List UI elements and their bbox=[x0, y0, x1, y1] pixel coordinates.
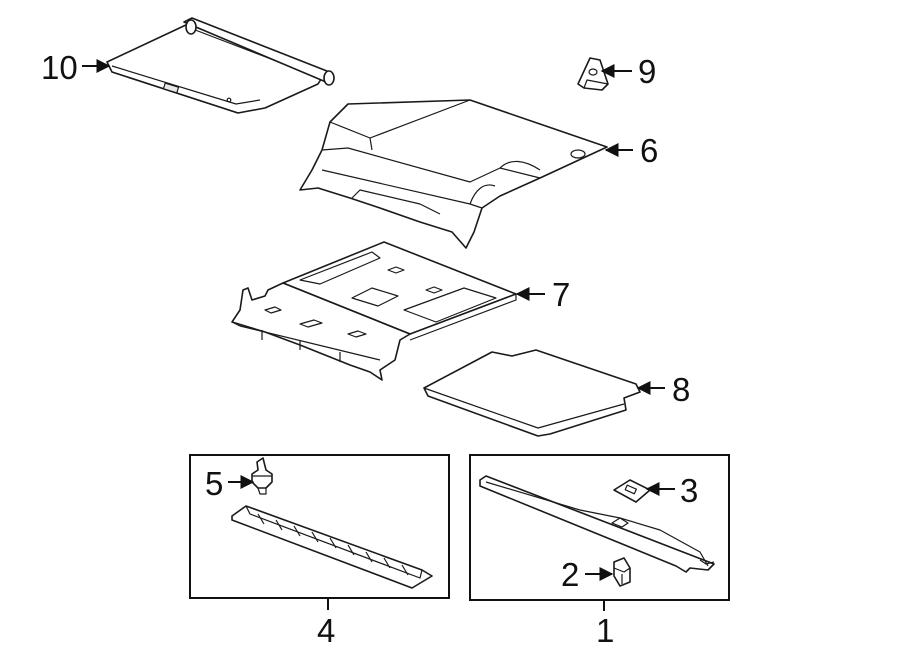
callout-7: 7 bbox=[515, 276, 570, 313]
part-5-push-pin[interactable] bbox=[251, 457, 273, 495]
part-8-floor-mat[interactable] bbox=[423, 349, 641, 437]
callout-number-6: 6 bbox=[640, 132, 658, 169]
part-4-trim-strip[interactable] bbox=[231, 505, 433, 589]
callout-number-5: 5 bbox=[205, 465, 223, 502]
callout-number-8: 8 bbox=[672, 371, 690, 408]
callout-10: 10 bbox=[41, 49, 111, 86]
callout-number-10: 10 bbox=[41, 49, 78, 86]
callout-number-1: 1 bbox=[596, 612, 614, 649]
assembly-box-4 bbox=[189, 454, 450, 599]
part-7-load-floor[interactable] bbox=[231, 241, 517, 381]
callout-3: 3 bbox=[645, 472, 698, 509]
part-1-cargo-cover[interactable] bbox=[479, 475, 715, 573]
callout-number-3: 3 bbox=[680, 472, 698, 509]
callout-number-4: 4 bbox=[317, 612, 335, 649]
callout-5: 5 bbox=[205, 465, 255, 502]
part-3-access-plate[interactable] bbox=[613, 479, 651, 503]
assembly-box-1 bbox=[469, 454, 730, 601]
callout-number-7: 7 bbox=[552, 276, 570, 313]
part-2-retainer-clip[interactable] bbox=[613, 557, 631, 587]
part-9-bracket[interactable] bbox=[577, 57, 609, 91]
part-6-trim-panel[interactable] bbox=[299, 99, 608, 249]
callout-2: 2 bbox=[561, 556, 614, 593]
callout-number-9: 9 bbox=[638, 53, 656, 90]
part-10-cover-shade[interactable] bbox=[106, 17, 335, 114]
callout-number-2: 2 bbox=[561, 556, 579, 593]
callout-9: 9 bbox=[600, 53, 656, 90]
callout-8: 8 bbox=[636, 371, 690, 408]
callout-6: 6 bbox=[604, 132, 658, 169]
